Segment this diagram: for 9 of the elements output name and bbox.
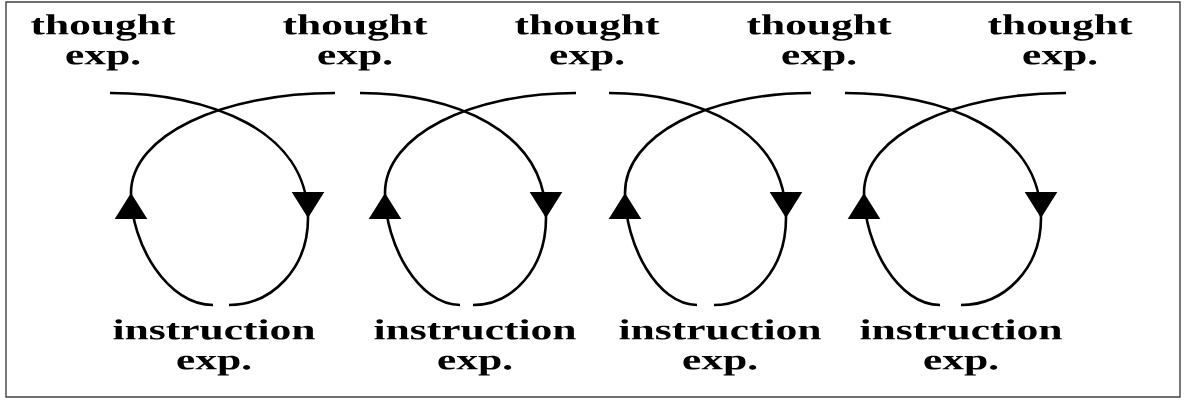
node-label: thought exp. <box>747 14 892 71</box>
node-label: instruction exp. <box>113 319 315 376</box>
node-label: thought exp. <box>515 14 660 71</box>
node-label: thought exp. <box>31 14 176 71</box>
node-label: instruction exp. <box>860 319 1062 376</box>
node-label: instruction exp. <box>374 319 576 376</box>
node-label: thought exp. <box>283 14 428 71</box>
node-label: thought exp. <box>988 14 1133 71</box>
node-label: instruction exp. <box>619 319 821 376</box>
